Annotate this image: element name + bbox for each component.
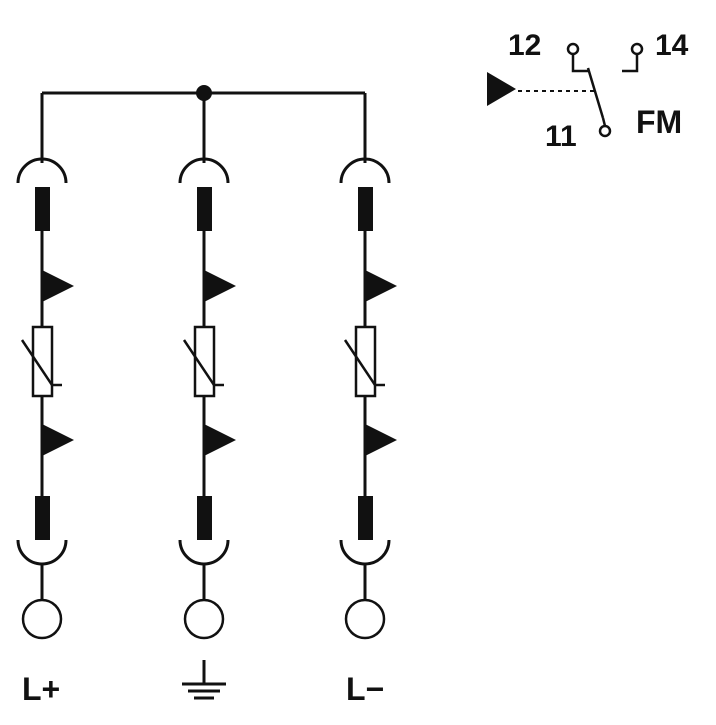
diode-arrow-bottom [204, 424, 236, 456]
switch-blade [586, 67, 605, 119]
fuse-element-bottom [35, 496, 50, 540]
fuse-element-bottom [358, 496, 373, 540]
plug-socket-top [16, 157, 68, 184]
diode-arrow-top [204, 270, 236, 302]
diode-arrow-bottom [42, 424, 74, 456]
contact-name-fm: FM [636, 104, 682, 140]
terminal-label-l-plus: L+ [22, 671, 60, 707]
plug-socket-top [178, 157, 230, 184]
contact-label-12: 12 [508, 29, 541, 62]
terminal-circle [21, 598, 63, 640]
signal-contact: 12 14 11 FM [487, 29, 689, 153]
fuse-element-top [358, 187, 373, 231]
plug-socket-bottom [16, 539, 68, 566]
diode-arrow-top [365, 270, 397, 302]
contact-14-terminal [630, 42, 644, 56]
fuse-element-top [35, 187, 50, 231]
contact-label-11: 11 [545, 120, 577, 153]
branch-left [16, 157, 74, 640]
branch-middle [178, 157, 236, 640]
plug-socket-bottom [178, 539, 230, 566]
branch-right [339, 157, 397, 640]
diode-arrow-top [42, 270, 74, 302]
terminal-label-l-minus: L− [346, 671, 384, 707]
contact-11-terminal [598, 124, 612, 138]
contact-label-14: 14 [655, 29, 689, 62]
plug-socket-top [339, 157, 391, 184]
contact-12-terminal [566, 42, 580, 56]
plug-socket-bottom [339, 539, 391, 566]
top-bus [40, 85, 367, 163]
actuator-arrow-icon [487, 72, 516, 106]
terminal-circle [344, 598, 386, 640]
terminal-circle [183, 598, 225, 640]
fuse-element-bottom [197, 496, 212, 540]
fuse-element-top [197, 187, 212, 231]
junction-dot [196, 85, 212, 101]
diode-arrow-bottom [365, 424, 397, 456]
ground-icon [182, 660, 226, 700]
